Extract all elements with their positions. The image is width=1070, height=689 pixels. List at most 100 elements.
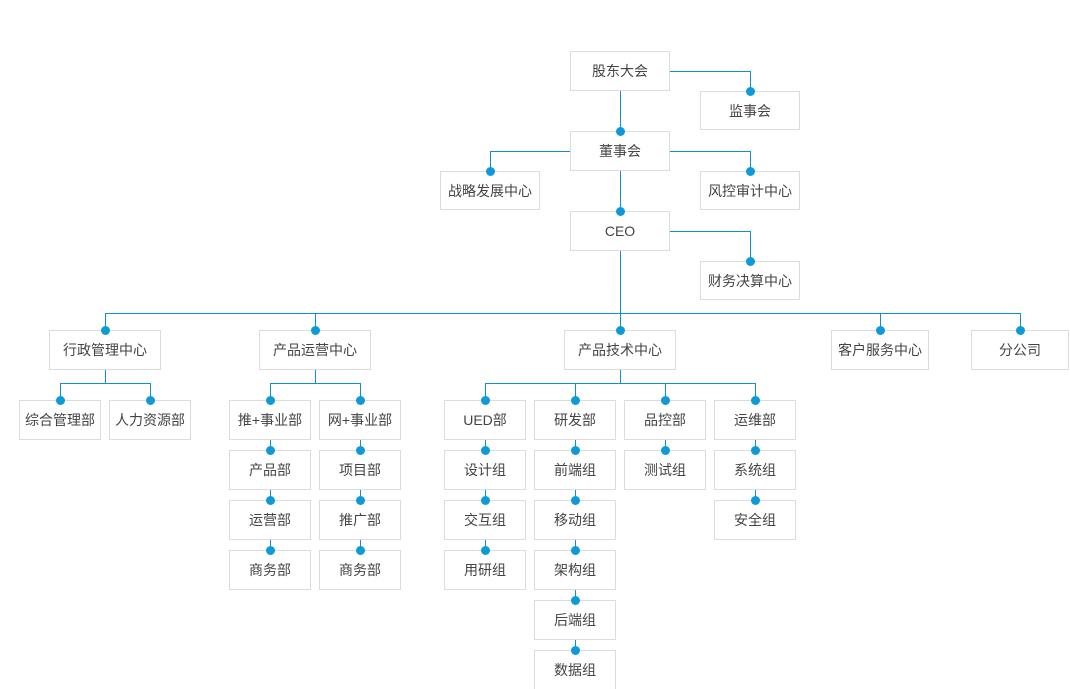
node-frontend-group[interactable]: 前端组	[534, 450, 616, 490]
node-design-group[interactable]: 设计组	[444, 450, 526, 490]
edge-tui-to-product-dept	[270, 440, 271, 450]
edge-ops-to-system	[755, 440, 756, 450]
node-finance-settlement-center[interactable]: 财务决算中心	[700, 261, 800, 300]
node-tui-business-unit[interactable]: 推+事业部	[229, 400, 311, 440]
edge-admin-bar	[60, 383, 150, 384]
dot-general-management-dept	[56, 396, 65, 405]
edge-ued-to-design	[485, 440, 486, 450]
dot-board-of-directors	[616, 127, 625, 136]
node-backend-group[interactable]: 后端组	[534, 600, 616, 640]
dot-mobile-group	[571, 496, 580, 505]
edge-qc-to-test	[665, 440, 666, 450]
node-product-technology-center[interactable]: 产品技术中心	[564, 330, 676, 370]
dot-user-research-group	[481, 546, 490, 555]
node-branch-company[interactable]: 分公司	[971, 330, 1069, 370]
edge-backend-to-data	[575, 640, 576, 650]
node-business-dept-left[interactable]: 商务部	[229, 550, 311, 590]
edge-tech-to-ued	[485, 383, 486, 400]
node-human-resources-dept[interactable]: 人力资源部	[109, 400, 191, 440]
dot-design-group	[481, 446, 490, 455]
dot-architecture-group	[571, 546, 580, 555]
edge-tech-to-ops	[755, 383, 756, 400]
node-promotion-dept[interactable]: 推广部	[319, 500, 401, 540]
edge-ceo-to-finance-drop	[750, 231, 751, 261]
node-qc-dept[interactable]: 品控部	[624, 400, 706, 440]
node-label: 后端组	[554, 612, 596, 628]
dot-rd-dept	[571, 396, 580, 405]
dot-promotion-dept	[356, 496, 365, 505]
edge-product-tech-bar	[485, 383, 755, 384]
edge-frontend-to-mobile	[575, 490, 576, 500]
edge-wang-to-project-dept	[360, 440, 361, 450]
node-label: 用研组	[464, 562, 506, 578]
node-supervisory-board[interactable]: 监事会	[700, 91, 800, 130]
edge-board-to-ceo	[620, 171, 621, 211]
node-label: 产品运营中心	[273, 342, 357, 358]
node-label: 设计组	[464, 462, 506, 478]
node-label: 测试组	[644, 462, 686, 478]
node-system-group[interactable]: 系统组	[714, 450, 796, 490]
dot-ceo	[616, 207, 625, 216]
dot-interaction-group	[481, 496, 490, 505]
edge-product-ops-to-wang	[360, 383, 361, 400]
node-label: 品控部	[644, 412, 686, 428]
node-label: 数据组	[554, 662, 596, 678]
dot-admin-management-center	[101, 326, 110, 335]
dot-qc-dept	[661, 396, 670, 405]
edge-shareholders-to-board	[620, 91, 621, 131]
node-test-group[interactable]: 测试组	[624, 450, 706, 490]
edge-product-ops-to-tui	[270, 383, 271, 400]
edge-admin-to-general	[60, 383, 61, 400]
node-general-management-dept[interactable]: 综合管理部	[19, 400, 101, 440]
node-risk-audit-center[interactable]: 风控审计中心	[700, 171, 800, 210]
edge-tech-to-qc	[665, 383, 666, 400]
dot-frontend-group	[571, 446, 580, 455]
node-rd-dept[interactable]: 研发部	[534, 400, 616, 440]
node-business-dept-right[interactable]: 商务部	[319, 550, 401, 590]
dot-strategy-development-center	[486, 167, 495, 176]
node-security-group[interactable]: 安全组	[714, 500, 796, 540]
edge-shareholders-to-supervisory-drop	[750, 71, 751, 91]
node-ued-dept[interactable]: UED部	[444, 400, 526, 440]
edge-tech-to-rd	[575, 383, 576, 400]
edge-mobile-to-architecture	[575, 540, 576, 550]
node-label: 系统组	[734, 462, 776, 478]
node-label: 商务部	[339, 562, 381, 578]
edge-interaction-to-user-research	[485, 540, 486, 550]
node-interaction-group[interactable]: 交互组	[444, 500, 526, 540]
node-product-dept[interactable]: 产品部	[229, 450, 311, 490]
node-label: 客户服务中心	[838, 342, 922, 358]
edge-bar-to-product-ops	[315, 313, 316, 330]
node-shareholders-meeting[interactable]: 股东大会	[570, 51, 670, 91]
node-data-group[interactable]: 数据组	[534, 650, 616, 689]
node-customer-service-center[interactable]: 客户服务中心	[831, 330, 929, 370]
dot-product-dept	[266, 446, 275, 455]
node-label: 安全组	[734, 512, 776, 528]
dot-system-group	[751, 446, 760, 455]
node-label: 交互组	[464, 512, 506, 528]
node-user-research-group[interactable]: 用研组	[444, 550, 526, 590]
dot-business-dept-left	[266, 546, 275, 555]
node-project-dept[interactable]: 项目部	[319, 450, 401, 490]
edge-board-to-risk-audit-drop	[750, 151, 751, 171]
node-ops-maintenance-dept[interactable]: 运维部	[714, 400, 796, 440]
edge-admin-stem	[105, 370, 106, 383]
edge-operations-to-business-left	[270, 540, 271, 550]
node-ceo[interactable]: CEO	[570, 211, 670, 251]
edge-project-to-promotion	[360, 490, 361, 500]
node-mobile-group[interactable]: 移动组	[534, 500, 616, 540]
node-board-of-directors[interactable]: 董事会	[570, 131, 670, 171]
node-operations-dept[interactable]: 运营部	[229, 500, 311, 540]
node-label: 研发部	[554, 412, 596, 428]
dot-customer-service-center	[876, 326, 885, 335]
dot-project-dept	[356, 446, 365, 455]
dot-backend-group	[571, 596, 580, 605]
node-architecture-group[interactable]: 架构组	[534, 550, 616, 590]
node-strategy-development-center[interactable]: 战略发展中心	[440, 171, 540, 210]
dot-product-operations-center	[311, 326, 320, 335]
node-product-operations-center[interactable]: 产品运营中心	[259, 330, 371, 370]
main-distribution-bar	[105, 313, 1020, 314]
node-admin-management-center[interactable]: 行政管理中心	[49, 330, 161, 370]
node-wang-business-unit[interactable]: 网+事业部	[319, 400, 401, 440]
dot-operations-dept	[266, 496, 275, 505]
